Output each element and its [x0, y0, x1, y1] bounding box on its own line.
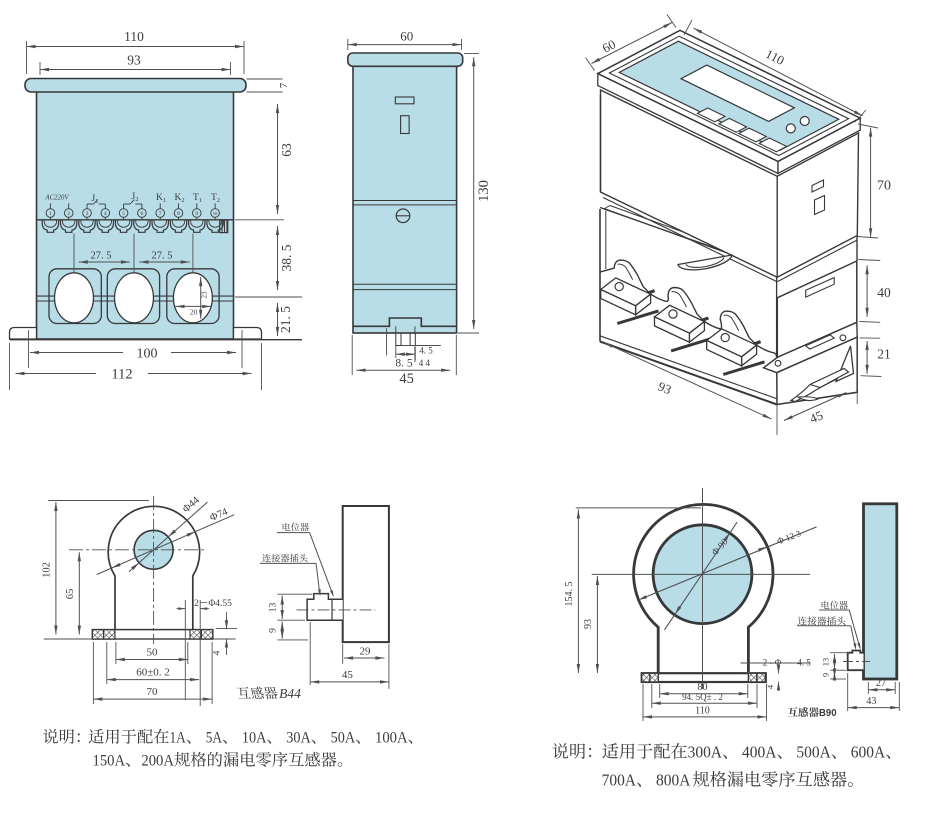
svg-text:B44: B44 — [279, 686, 301, 701]
svg-text:50: 50 — [147, 647, 159, 659]
svg-text:1: 1 — [49, 211, 52, 217]
svg-text:T1: T1 — [193, 193, 202, 204]
svg-text:27: 27 — [876, 678, 886, 689]
svg-text:AC220V: AC220V — [44, 195, 69, 202]
svg-text:4. 5: 4. 5 — [419, 346, 433, 356]
svg-text:500A: 500A — [796, 743, 831, 762]
svg-text:27. 5: 27. 5 — [91, 251, 112, 262]
svg-text:K1: K1 — [156, 193, 166, 204]
svg-text:150A: 150A — [93, 751, 126, 770]
svg-text:110: 110 — [124, 29, 144, 44]
svg-text:4: 4 — [104, 211, 107, 217]
svg-text:9: 9 — [195, 211, 198, 217]
svg-text:38. 5: 38. 5 — [279, 244, 294, 271]
svg-text:45: 45 — [342, 669, 354, 681]
svg-text:60: 60 — [600, 36, 619, 55]
svg-text:700A: 700A — [602, 771, 637, 790]
svg-text:45: 45 — [807, 407, 825, 426]
svg-text:600A: 600A — [851, 743, 886, 762]
svg-text:27. 5: 27. 5 — [152, 251, 173, 262]
svg-text:K2: K2 — [174, 193, 184, 204]
svg-text:93: 93 — [583, 619, 594, 629]
svg-text:80: 80 — [698, 682, 708, 693]
svg-text:102: 102 — [42, 562, 53, 578]
svg-text:13: 13 — [821, 658, 831, 667]
svg-text:10A: 10A — [242, 728, 267, 747]
svg-text:4. 5: 4. 5 — [797, 658, 811, 668]
svg-text:100: 100 — [137, 347, 158, 362]
svg-text:400A: 400A — [742, 743, 777, 762]
svg-text:40: 40 — [877, 285, 891, 300]
svg-text:2－Φ4.55: 2－Φ4.55 — [194, 599, 232, 609]
svg-text:J2: J2 — [132, 192, 139, 203]
svg-text:30A: 30A — [286, 728, 311, 747]
svg-text:200A: 200A — [141, 751, 174, 770]
svg-text:5: 5 — [122, 211, 125, 217]
svg-text:5A: 5A — [206, 728, 222, 747]
svg-text:112: 112 — [111, 367, 132, 383]
svg-text:29: 29 — [360, 646, 372, 658]
svg-text:21. 5: 21. 5 — [278, 306, 293, 333]
svg-text:60±0. 2: 60±0. 2 — [136, 667, 170, 679]
svg-text:45: 45 — [399, 371, 414, 387]
svg-text:130: 130 — [476, 180, 492, 202]
svg-text:4: 4 — [765, 684, 775, 689]
svg-text:21: 21 — [877, 347, 891, 362]
svg-text:63: 63 — [279, 143, 294, 157]
svg-text:60: 60 — [400, 29, 413, 44]
svg-text:6: 6 — [141, 211, 144, 217]
svg-text:8. 5: 8. 5 — [395, 358, 413, 370]
svg-text:10: 10 — [213, 211, 218, 216]
svg-text:70: 70 — [877, 179, 891, 194]
svg-text:70: 70 — [147, 686, 159, 698]
svg-text:50A: 50A — [331, 728, 356, 747]
svg-text:7: 7 — [278, 82, 290, 88]
svg-text:154. 5: 154. 5 — [564, 582, 575, 607]
svg-text:93: 93 — [127, 53, 141, 68]
svg-text:9: 9 — [821, 673, 831, 677]
svg-text:23: 23 — [201, 291, 209, 299]
svg-text:2: 2 — [67, 211, 70, 217]
svg-text:93: 93 — [656, 378, 674, 397]
svg-text:B90: B90 — [819, 707, 837, 719]
svg-text:9: 9 — [269, 628, 279, 633]
svg-text:2 - Φ: 2 - Φ — [763, 658, 782, 668]
svg-text:1A: 1A — [170, 728, 186, 747]
svg-text:13: 13 — [269, 603, 279, 613]
svg-text:T2: T2 — [211, 193, 220, 204]
svg-text:8: 8 — [177, 211, 180, 217]
svg-text:100A: 100A — [375, 728, 408, 747]
svg-text:110: 110 — [695, 706, 710, 717]
svg-text:3: 3 — [86, 211, 89, 217]
svg-text:94. 5Q± . 2: 94. 5Q± . 2 — [682, 692, 723, 702]
svg-text:43: 43 — [866, 696, 876, 707]
svg-text:4 4: 4 4 — [419, 358, 431, 368]
svg-text:300A: 300A — [688, 743, 723, 762]
svg-text:J1: J1 — [92, 194, 99, 205]
svg-text:7: 7 — [159, 211, 162, 217]
svg-text:800A: 800A — [656, 771, 691, 790]
svg-text:65: 65 — [65, 589, 76, 600]
svg-text:4: 4 — [213, 650, 223, 655]
svg-text:20: 20 — [190, 308, 198, 317]
